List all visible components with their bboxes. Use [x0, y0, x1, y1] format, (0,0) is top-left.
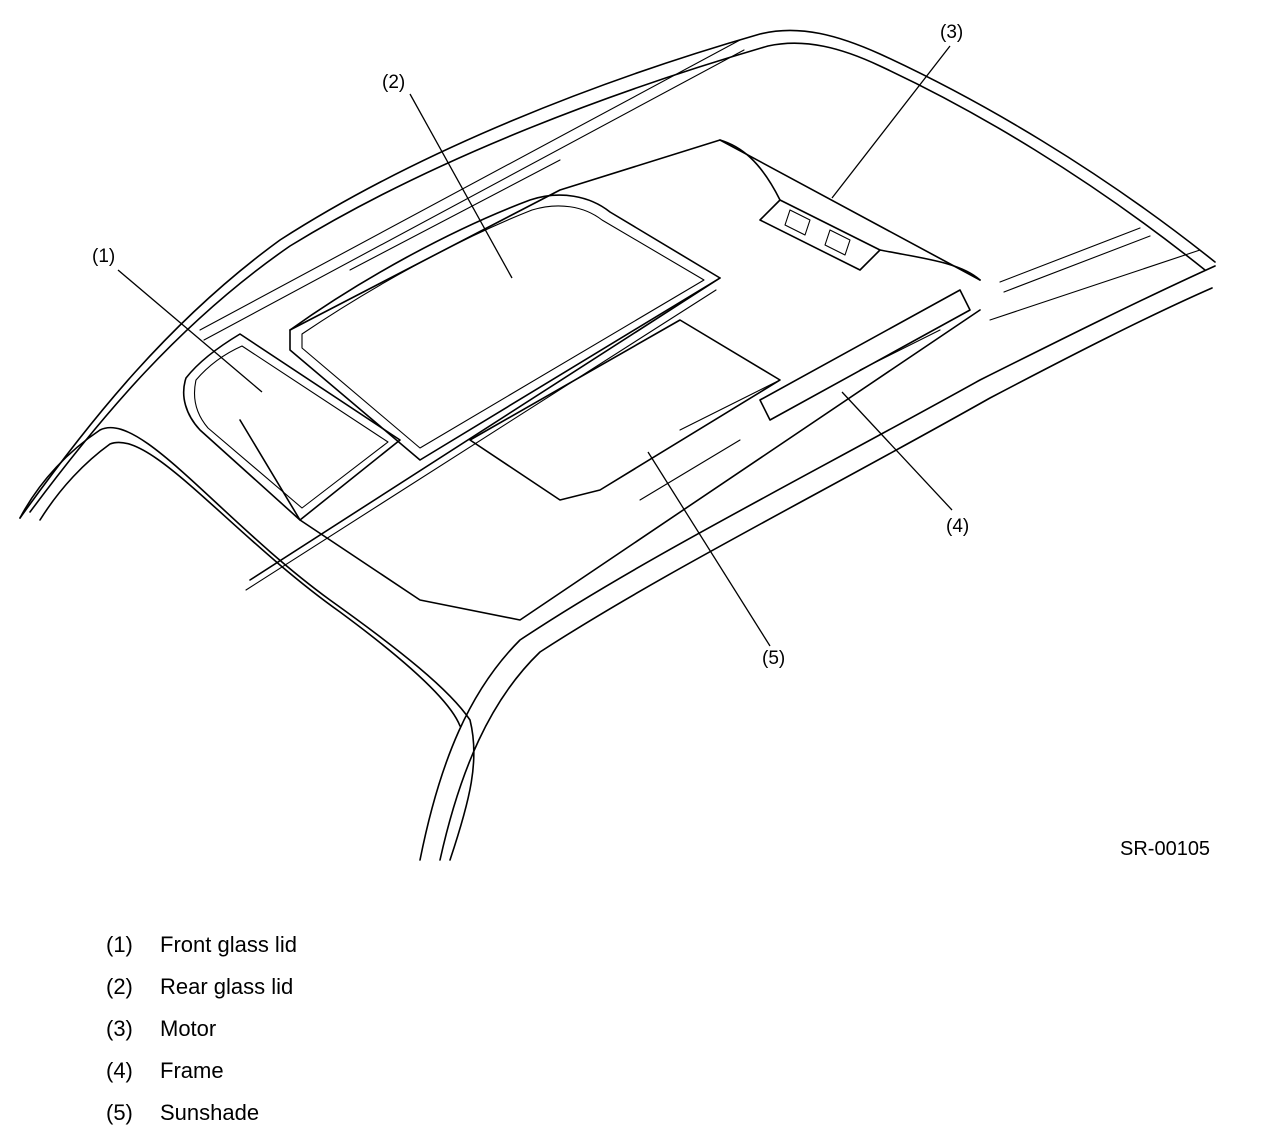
legend-item: (1) Front glass lid: [106, 924, 297, 966]
sunshade: [469, 319, 781, 501]
leader-lines: [117, 45, 953, 647]
legend-item: (5) Sunshade: [106, 1092, 297, 1134]
sunroof-diagram: (1) (2) (3) (4) (5): [19, 22, 1216, 861]
callout-labels: (1) (2) (3) (4) (5): [92, 22, 969, 669]
legend-label: Frame: [160, 1058, 224, 1083]
roof-rails: [199, 39, 1201, 341]
legend-item: (2) Rear glass lid: [106, 966, 297, 1008]
motor: [719, 139, 981, 281]
figure-id: SR-00105: [1120, 838, 1211, 860]
parts-legend: (1) Front glass lid (2) Rear glass lid (…: [106, 924, 297, 1134]
legend-number: (4): [106, 1058, 133, 1083]
callout-5: (5): [762, 648, 785, 669]
legend-number: (1): [106, 932, 133, 957]
legend-label: Rear glass lid: [160, 974, 294, 999]
roof-outline: [19, 29, 1216, 861]
callout-2: (2): [382, 72, 405, 93]
legend-item: (3) Motor: [106, 1008, 297, 1050]
callout-3: (3): [940, 22, 963, 43]
legend-label: Front glass lid: [160, 932, 297, 957]
legend-label: Motor: [160, 1016, 217, 1041]
legend-label: Sunshade: [160, 1100, 260, 1125]
rear-glass-lid: [245, 194, 721, 591]
callout-4: (4): [946, 516, 969, 537]
legend-number: (2): [106, 974, 133, 999]
callout-1: (1): [92, 246, 115, 267]
legend-number: (5): [106, 1100, 133, 1125]
legend-item: (4) Frame: [106, 1050, 297, 1092]
legend-number: (3): [106, 1016, 133, 1041]
front-glass-lid: [182, 333, 401, 521]
